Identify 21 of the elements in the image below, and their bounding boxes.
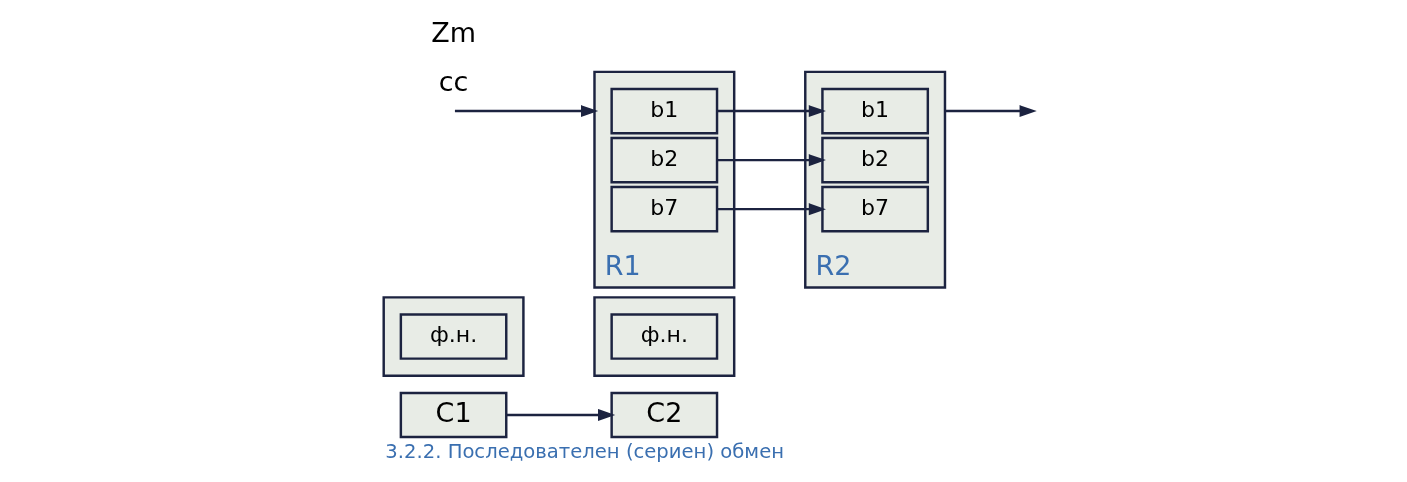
cluster [592, 296, 735, 378]
label: Zm [430, 16, 476, 48]
node-box: ф.н. [609, 313, 718, 360]
arrow [454, 105, 598, 118]
arrow [716, 154, 826, 167]
arrow [716, 203, 826, 216]
node-box: b7 [609, 185, 718, 233]
label: cc [438, 66, 468, 97]
arrow [505, 409, 615, 422]
node-box: b1 [820, 87, 929, 135]
arrow [944, 105, 1037, 118]
node-box: ф.н. [399, 313, 507, 360]
node-box: C1 [399, 391, 507, 439]
arrow [716, 105, 826, 118]
caption: 3.2.2. Последователен (сериен) обмен [384, 439, 784, 463]
node-box: b1 [609, 87, 718, 135]
node-box: b7 [820, 185, 929, 233]
node-box: b2 [820, 136, 929, 184]
node-box: b2 [609, 136, 718, 184]
cluster [382, 296, 525, 378]
node-box: C2 [609, 391, 718, 439]
